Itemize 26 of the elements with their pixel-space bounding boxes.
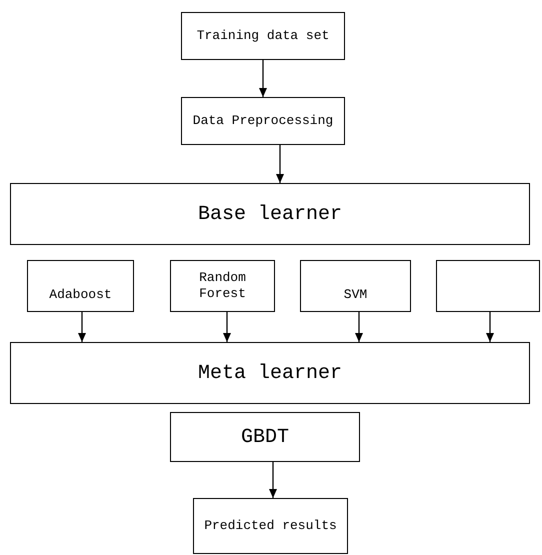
box-label: Random Forest bbox=[198, 270, 247, 302]
arrow bbox=[276, 145, 284, 183]
arrow bbox=[78, 312, 86, 342]
box-label: Meta learner bbox=[196, 360, 344, 386]
empty-box bbox=[436, 260, 540, 312]
arrow bbox=[259, 60, 267, 97]
process-box bbox=[181, 97, 345, 145]
process-box bbox=[10, 342, 530, 404]
box-label: Base learner bbox=[196, 202, 344, 226]
process-box bbox=[27, 260, 134, 312]
arrow bbox=[269, 462, 277, 498]
box-label: GBDT bbox=[240, 424, 290, 450]
process-box bbox=[181, 12, 345, 60]
process-box bbox=[10, 183, 530, 245]
arrow bbox=[223, 312, 231, 342]
box-label: Predicted results bbox=[203, 518, 338, 534]
process-box bbox=[170, 260, 275, 312]
arrow bbox=[355, 312, 363, 342]
box-label: SVM bbox=[342, 286, 368, 303]
process-box bbox=[170, 412, 360, 462]
box-label: Training data set bbox=[196, 28, 330, 44]
arrow bbox=[486, 312, 494, 342]
box-label: Adaboost bbox=[48, 286, 113, 303]
box-label: Data Preprocessing bbox=[192, 112, 334, 130]
process-box bbox=[300, 260, 411, 312]
process-box bbox=[193, 498, 348, 554]
